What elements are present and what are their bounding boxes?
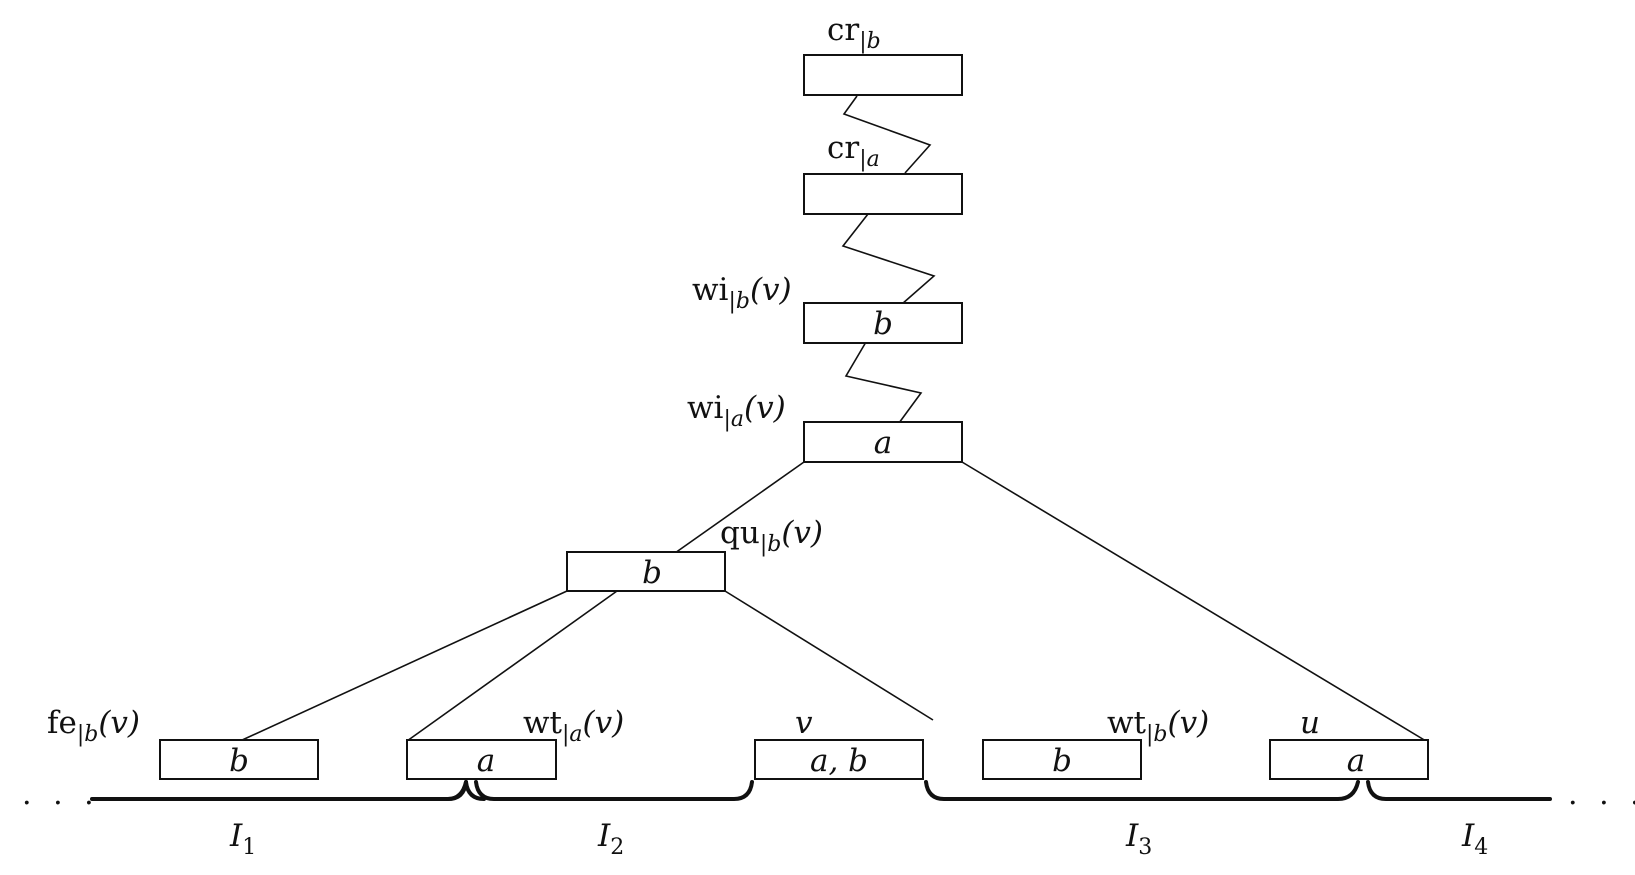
interval-labels: I1 I2 I3 I4 [229, 818, 1488, 860]
brace-I1-tail [446, 780, 468, 801]
label-wt-a: wt|a(v) [523, 705, 624, 747]
node-content-fe-b: b [229, 743, 249, 779]
label-wi-a: wi|a(v) [687, 390, 786, 432]
node-content-v: a, b [810, 743, 868, 779]
node-box-leaf-a [406, 739, 557, 780]
edge-wi-a-to-qu-b [674, 461, 805, 554]
edge-cr-a-to-wi-b [841, 213, 936, 305]
node-box-cr-b [803, 54, 963, 96]
label-cr-a: cr|a [827, 130, 880, 172]
edge-cr-b-to-cr-a [842, 95, 932, 174]
label-u: u [1300, 705, 1320, 741]
interval-label-I4: I4 [1461, 818, 1488, 860]
label-wi-b: wi|b(v) [692, 272, 792, 314]
interval-label-I3: I3 [1125, 818, 1152, 860]
brace-I1 [90, 780, 486, 801]
brace-I2 [474, 780, 754, 801]
node-box-leaf-b [982, 739, 1142, 780]
node-content-wi-a: a [874, 425, 892, 461]
label-cr-b: cr|b [827, 12, 881, 54]
edges [239, 95, 1427, 742]
interval-label-I2: I2 [597, 818, 624, 860]
edge-qu-b-to-leaf-a [406, 590, 618, 742]
brace-I4 [1366, 780, 1552, 801]
brace-I3 [924, 780, 1360, 801]
node-box-wi-a [803, 421, 963, 463]
label-v: v [795, 705, 813, 741]
edge-qu-b-to-fe-b [239, 590, 568, 742]
node-box-u [1269, 739, 1429, 780]
edge-wi-a-to-u-node [961, 461, 1427, 742]
node-content-leaf-b: b [1052, 743, 1072, 779]
node-box-cr-a [803, 173, 963, 215]
node-content-wi-b: b [873, 306, 893, 342]
interval-braces [90, 780, 1552, 801]
node-box-v [754, 739, 924, 780]
node-labels: cr|b cr|a wi|b(v) wi|a(v) qu|b(v) fe|b(v… [47, 12, 1320, 747]
label-qu-b: qu|b(v) [720, 515, 823, 557]
node-box-fe-b [159, 739, 319, 780]
node-content-qu-b: b [642, 555, 662, 591]
node-content-u: a [1347, 743, 1365, 779]
ellipsis-right: . . . [1568, 777, 1635, 812]
node-box-wi-b [803, 302, 963, 344]
edge-wi-b-to-wi-a [844, 341, 923, 424]
node-box-qu-b [566, 551, 726, 592]
box-contents: b a b b a a, b b a [229, 306, 1365, 779]
label-wt-b: wt|b(v) [1107, 705, 1209, 747]
label-fe-b: fe|b(v) [47, 705, 140, 747]
nodes [159, 54, 1429, 780]
edge-qu-b-to-subtree [724, 590, 934, 721]
ellipsis-left: . . . [22, 777, 100, 812]
interval-label-I1: I1 [229, 818, 256, 860]
node-content-leaf-a: a [477, 743, 495, 779]
